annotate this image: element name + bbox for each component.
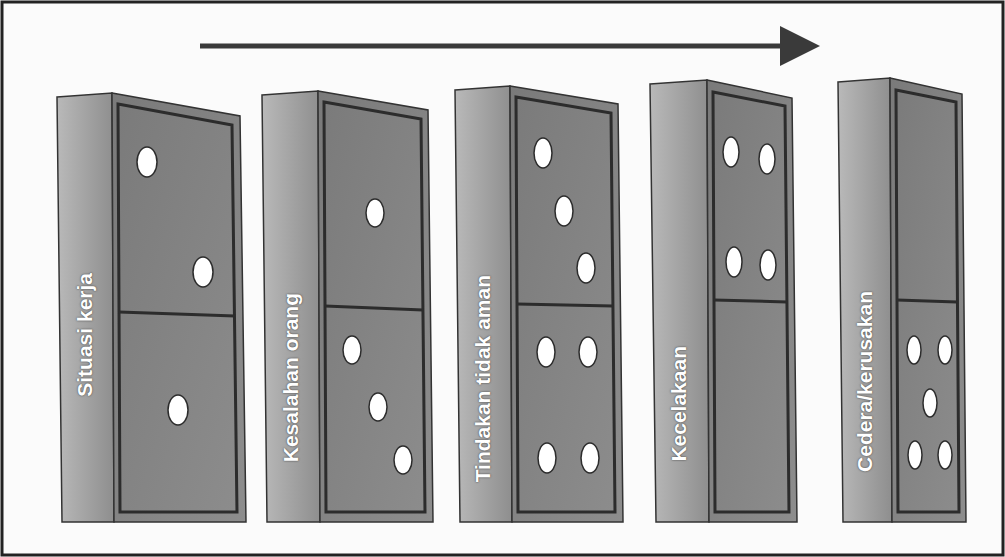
domino-label-box: Kecelakaan	[651, 84, 707, 522]
direction-arrow	[200, 44, 790, 49]
domino-label: Situasi kerja	[73, 273, 97, 397]
domino-label-box: Tindakan tidak aman	[456, 90, 510, 522]
domino-1	[57, 93, 246, 522]
domino-label: Kesalahan orang	[279, 293, 303, 462]
domino-3	[455, 86, 623, 522]
domino-2	[262, 91, 433, 522]
domino-label: Cedera/kerusakan	[853, 291, 877, 472]
domino-label-box: Cedera/kerusakan	[839, 82, 890, 522]
domino-label: Tindakan tidak aman	[471, 275, 495, 482]
domino-label-box: Situasi kerja	[58, 97, 112, 522]
domino-label: Kecelakaan	[667, 346, 691, 462]
domino-label-box: Kesalahan orang	[263, 95, 318, 522]
domino-4	[650, 80, 797, 522]
domino-5	[838, 78, 966, 522]
